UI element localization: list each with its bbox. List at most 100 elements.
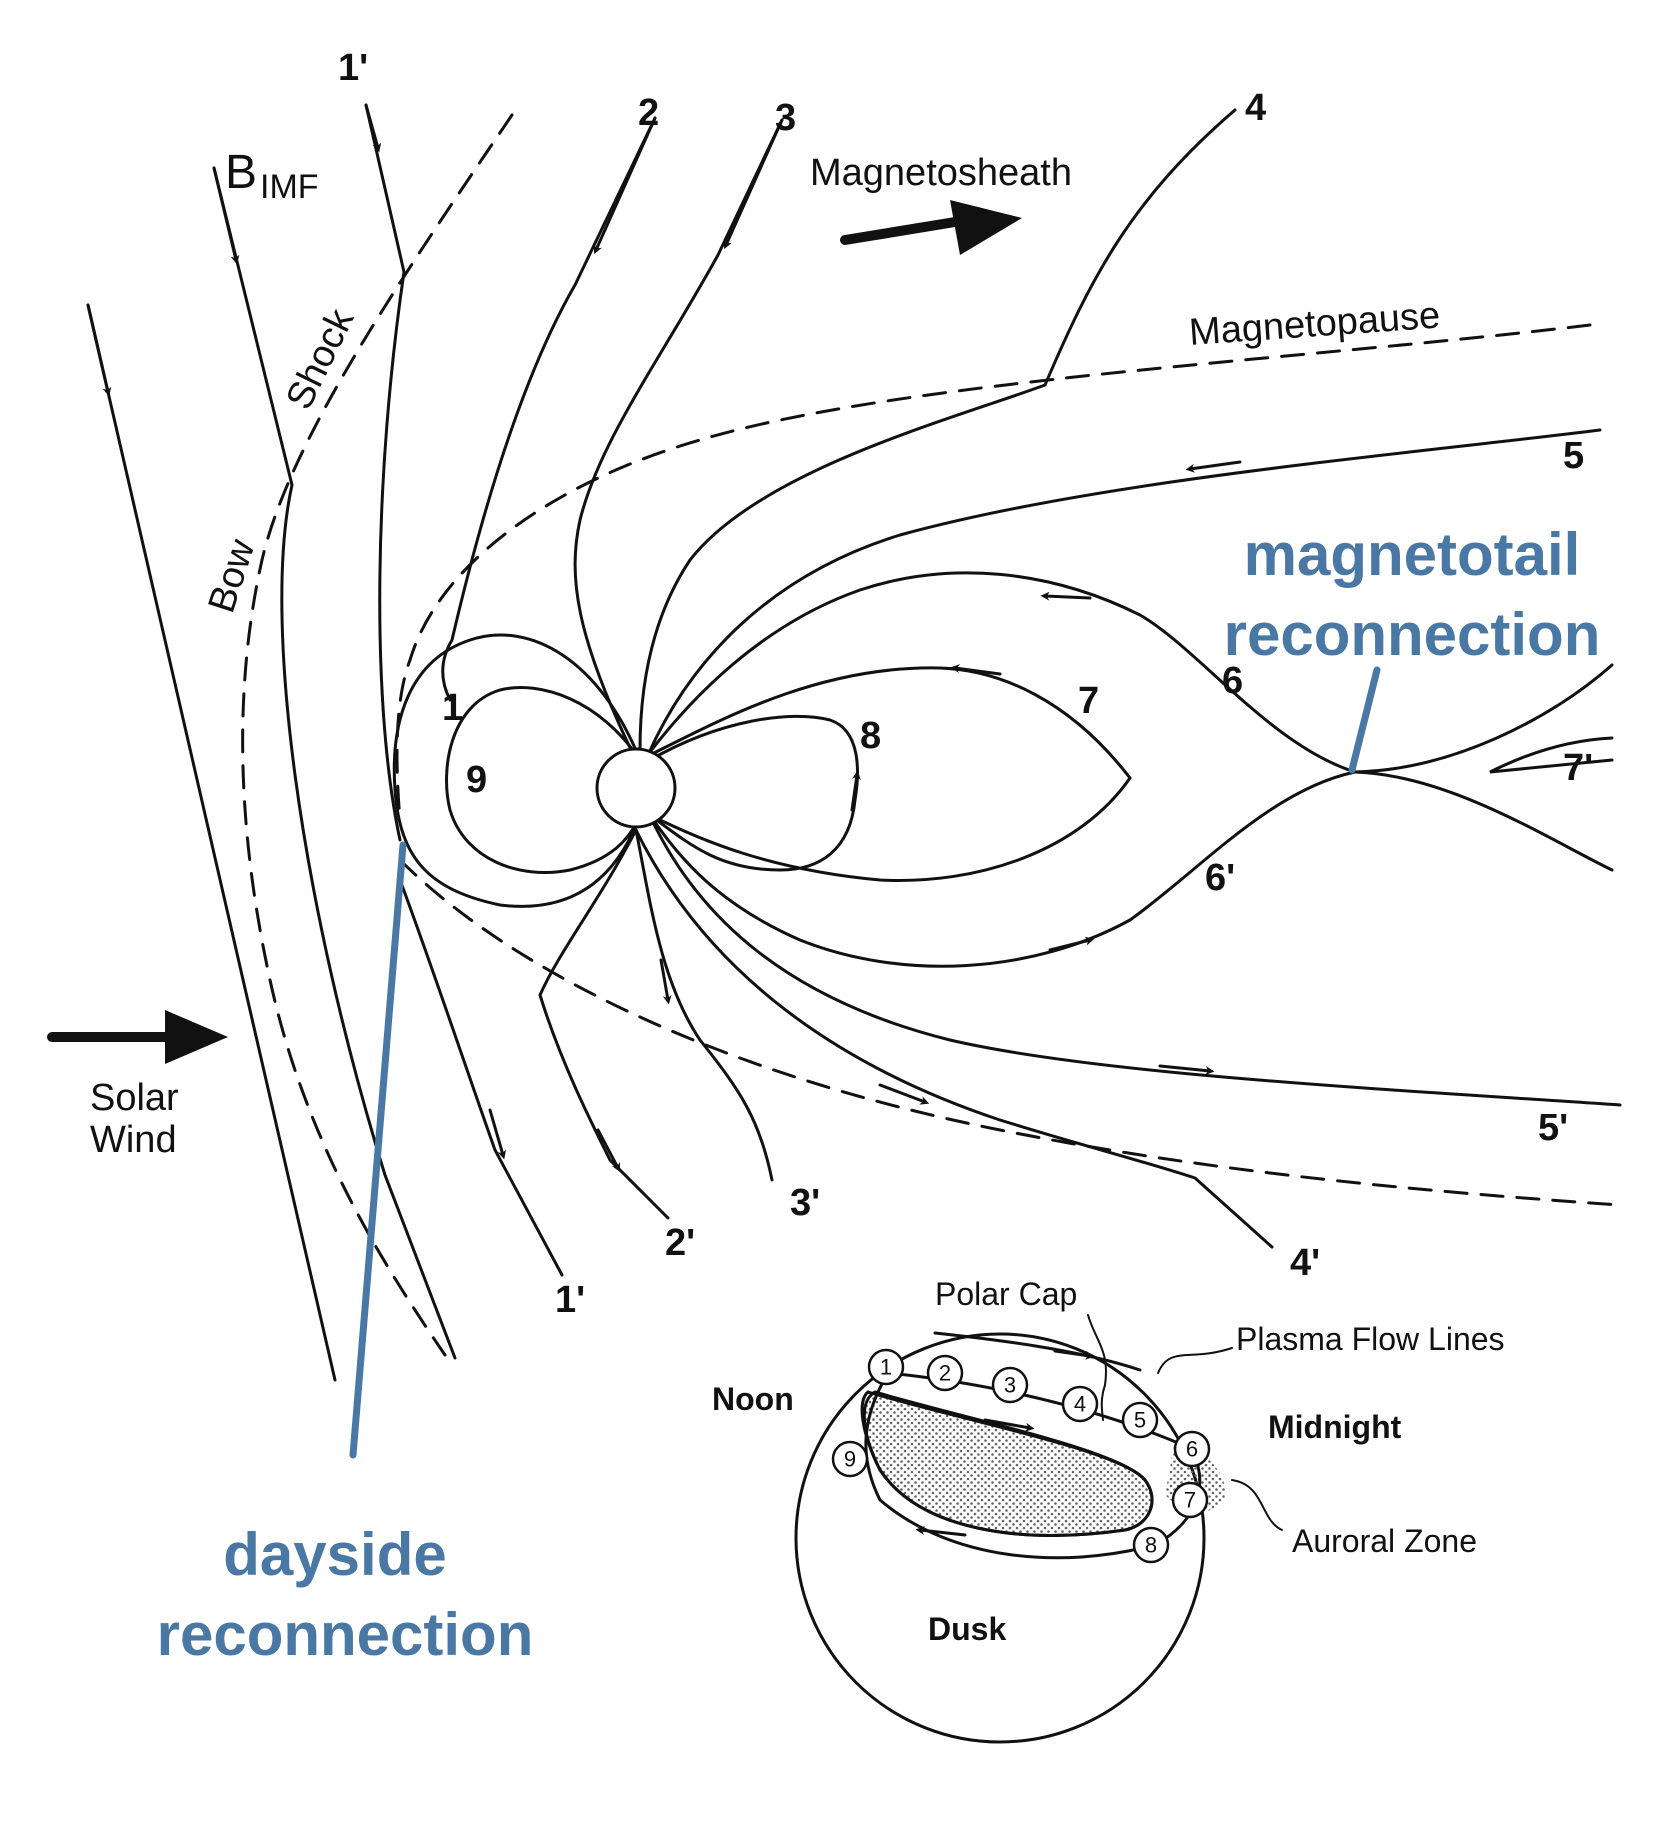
arrow-icon <box>488 1108 507 1160</box>
field-line-2 <box>441 116 657 702</box>
imf-line-far <box>86 303 337 1382</box>
tail-lower-right <box>1353 770 1614 872</box>
arrow-icon <box>212 166 240 265</box>
arrow-icon <box>915 1526 967 1537</box>
bow-shock <box>241 113 514 1357</box>
inset-marker-label: 7 <box>1184 1488 1196 1513</box>
inset-marker-label: 5 <box>1134 1408 1146 1433</box>
label-6: 6 <box>1222 660 1243 702</box>
arrow-icon <box>1040 591 1092 601</box>
magnetopause-lower <box>398 858 1622 1207</box>
arrow-icon <box>950 664 1002 676</box>
polar-cap-leader <box>1087 1314 1107 1421</box>
field-line-6 <box>648 571 1357 774</box>
solar-wind-label: Wind <box>90 1119 177 1161</box>
inset-marker-5 <box>1121 1401 1159 1439</box>
inset-globe <box>794 1332 1206 1744</box>
dayside-reconnection-label: dayside <box>223 1521 446 1588</box>
noon-label: Noon <box>712 1381 794 1417</box>
tail-upper-right <box>1353 663 1614 774</box>
label-3: 3 <box>775 97 796 139</box>
midnight-label: Midnight <box>1268 1409 1402 1445</box>
label-4: 4 <box>1245 87 1266 129</box>
label-6prime: 6' <box>1205 857 1235 899</box>
label-9: 9 <box>466 759 487 801</box>
field-line-5prime <box>650 818 1622 1107</box>
arrow-icon <box>364 103 382 153</box>
earth <box>595 747 677 829</box>
magnetosheath-arrow <box>840 217 960 245</box>
inset-marker-label: 8 <box>1145 1533 1157 1558</box>
inset-marker-6 <box>1173 1430 1211 1468</box>
label-3prime: 3' <box>790 1182 820 1224</box>
field-line-6prime <box>648 770 1357 968</box>
polar-cap-boundary <box>860 1390 1154 1537</box>
solar-wind-label: Solar <box>90 1077 179 1119</box>
field-line-4prime <box>634 828 1274 1249</box>
field-line-1prime-top <box>364 103 406 842</box>
bimf-subscript: IMF <box>260 168 319 206</box>
label-1prime-top: 1' <box>338 47 368 89</box>
inset-marker-7 <box>1171 1481 1209 1519</box>
arrow-icon <box>1053 1349 1095 1360</box>
arrow-icon <box>1185 460 1242 473</box>
inset-marker-8 <box>1132 1526 1170 1564</box>
inset-marker-label: 3 <box>1004 1373 1016 1398</box>
arrow-icon <box>723 118 784 250</box>
arrow-icon <box>1158 1064 1215 1076</box>
dayside-reconnection-label: reconnection <box>157 1601 534 1668</box>
label-5: 5 <box>1563 435 1584 477</box>
magnetotail-leader <box>1348 666 1381 774</box>
field-line-3prime <box>634 828 774 1182</box>
field-line-3 <box>573 118 784 760</box>
label-2prime: 2' <box>665 1222 695 1264</box>
arrow-icon <box>1048 936 1095 952</box>
magnetotail-reconnection-label: magnetotail <box>1244 521 1581 588</box>
field-line-1prime-bottom <box>398 878 564 1277</box>
arrow-icon <box>659 958 672 1005</box>
field-line-9 <box>445 686 642 874</box>
magnetopause-upper <box>395 323 1592 822</box>
arrow-icon <box>593 116 657 255</box>
magnetotail-reconnection-label: reconnection <box>1224 601 1601 668</box>
inset-marker-label: 1 <box>880 1355 892 1380</box>
inset-marker-9 <box>831 1440 869 1478</box>
arrow-icon <box>850 770 861 812</box>
arrow-icon <box>165 1010 228 1064</box>
auroral-zone-shading <box>862 1390 1154 1537</box>
label-8: 8 <box>860 715 881 757</box>
label-2: 2 <box>638 92 659 134</box>
dayside-leader <box>349 841 407 1459</box>
plasma-flow-lines-label: Plasma Flow Lines <box>1236 1321 1505 1357</box>
polar-cap-label: Polar Cap <box>935 1276 1077 1312</box>
plasma-flow-top <box>933 1331 1142 1372</box>
field-line-7 <box>648 666 1132 882</box>
inset-marker-label: 9 <box>844 1447 856 1472</box>
auroral-zone-label: Auroral Zone <box>1292 1523 1477 1559</box>
field-line-1 <box>392 633 642 908</box>
dusk-label: Dusk <box>928 1611 1006 1647</box>
inset-marker-4 <box>1061 1385 1099 1423</box>
label-4prime: 4' <box>1290 1242 1320 1284</box>
bow-shock-label-shock: Shock <box>278 302 362 416</box>
arrow-icon <box>878 1083 930 1105</box>
auroral-zone-leader <box>1231 1479 1283 1531</box>
inset-marker-3 <box>991 1366 1029 1404</box>
inset-marker-1 <box>867 1348 905 1386</box>
inset-marker-label: 6 <box>1186 1437 1198 1462</box>
label-1prime-bottom: 1' <box>555 1279 585 1321</box>
plasma-flow-leader <box>1157 1347 1233 1374</box>
inset-marker-2 <box>926 1354 964 1392</box>
imf-line-bimf <box>212 166 457 1360</box>
arrow-icon <box>596 1128 621 1172</box>
field-line-8 <box>648 714 859 872</box>
inset-marker-label: 4 <box>1074 1392 1086 1417</box>
field-line-5 <box>646 428 1602 757</box>
field-line-4 <box>638 108 1237 752</box>
field-line-2prime <box>538 828 670 1220</box>
label-1: 1 <box>442 687 463 729</box>
arrow-icon <box>983 1418 1035 1432</box>
inset-marker-label: 2 <box>939 1361 951 1386</box>
arrow-icon <box>86 303 112 397</box>
